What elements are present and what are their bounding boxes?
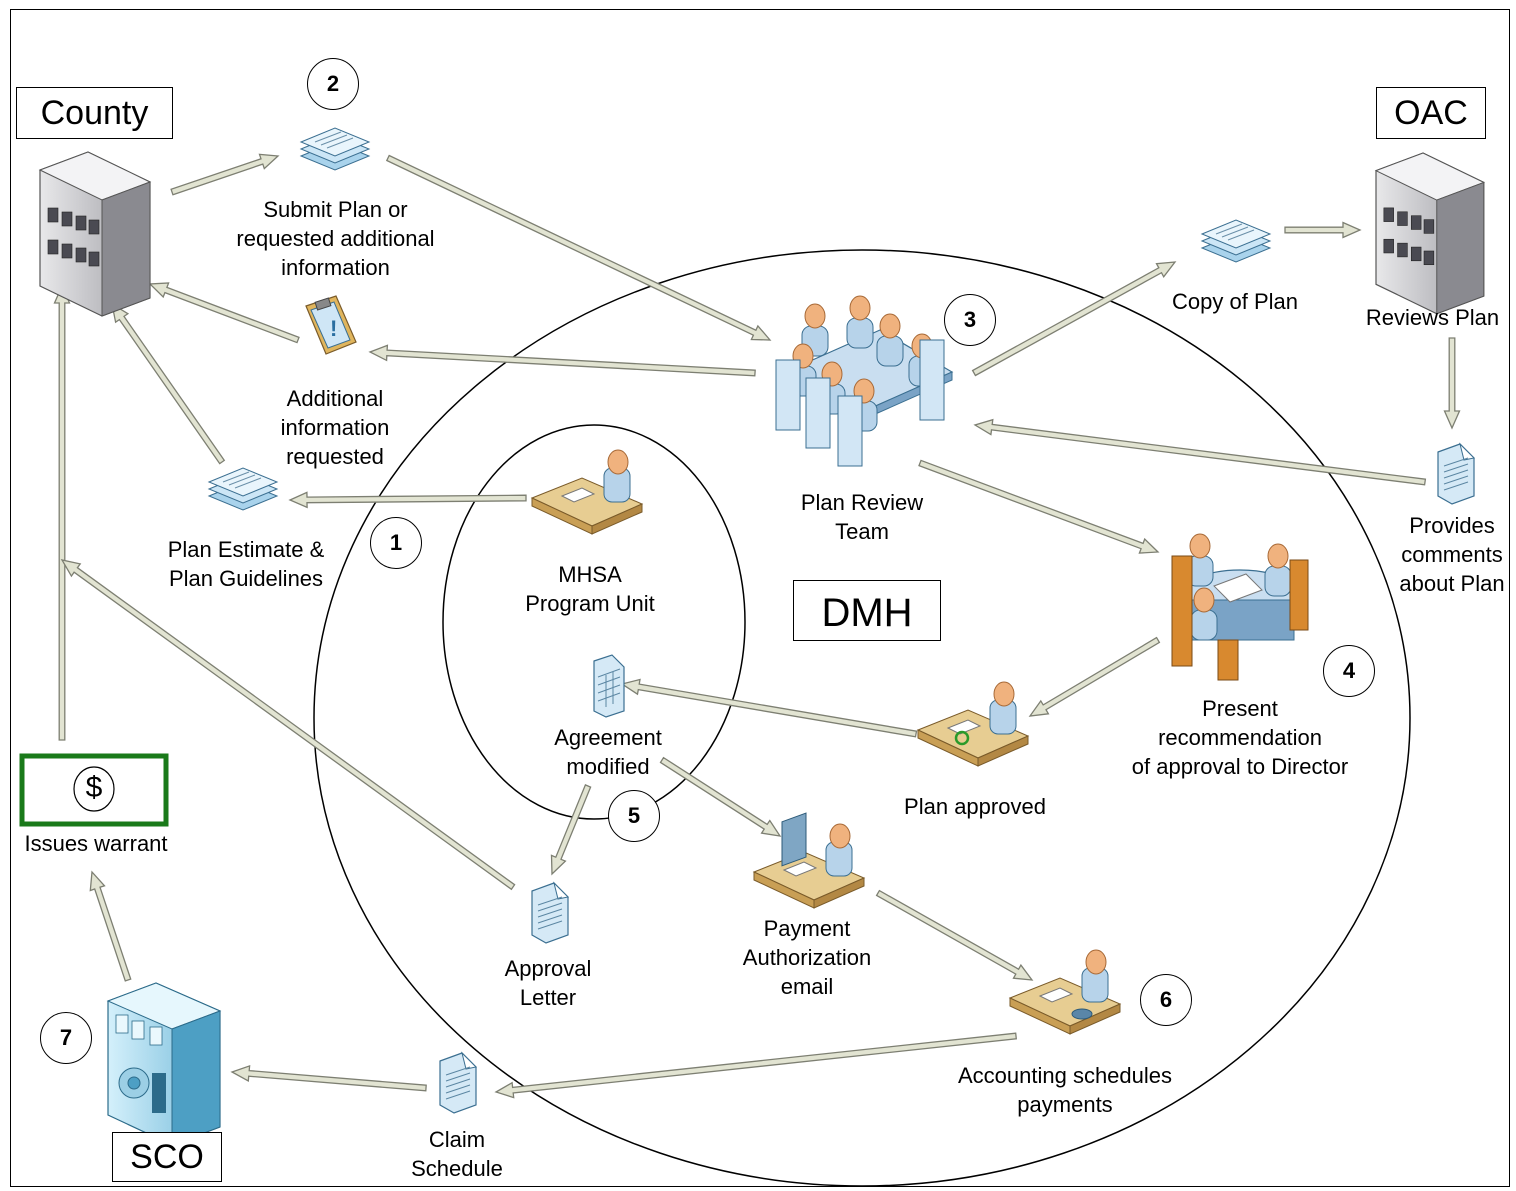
submit-plan-docs-icon <box>300 127 370 171</box>
accounting-schedules-label: Accounting schedules payments <box>957 1063 1173 1117</box>
step-2-badge: 2 <box>307 58 359 110</box>
review-team-to-recommendation-arrow <box>918 459 1160 554</box>
copy-of-plan-docs-icon <box>1201 219 1271 263</box>
payment-authorization-desk-icon <box>753 812 865 909</box>
plan-estimate-label: Plan Estimate & Plan Guidelines <box>167 537 325 591</box>
reviews-plan-label: Reviews Plan <box>1365 305 1500 330</box>
step-4-badge: 4 <box>1323 645 1375 697</box>
plan-estimate-docs-icon <box>208 467 278 511</box>
step-6-badge: 6 <box>1140 974 1192 1026</box>
claim-schedule-label: Claim Schedule <box>411 1127 503 1181</box>
accounting-to-claim-schedule-arrow <box>494 1032 1018 1099</box>
clipboard-alert-icon: ! <box>305 295 357 355</box>
issues-warrant-label: Issues warrant <box>24 831 168 856</box>
claim-schedule-to-sco-arrow <box>230 1064 427 1092</box>
plan-approved-label: Plan approved <box>904 794 1046 819</box>
warrant-to-county-arrow <box>53 284 71 741</box>
county-label: County <box>16 87 173 139</box>
mhsa-unit-desk-icon <box>531 449 643 535</box>
payment-auth-to-accounting-arrow <box>875 889 1034 981</box>
step-7-badge: 7 <box>40 1012 92 1064</box>
sco-to-warrant-arrow <box>89 870 132 982</box>
director-meeting-icon <box>1171 533 1309 681</box>
plan-approved-desk-icon <box>917 681 1029 767</box>
plan-approved-to-agreement-arrow <box>620 678 918 738</box>
svg-text:!: ! <box>330 316 337 341</box>
approval-letter-document-icon <box>531 882 569 944</box>
copy-of-plan-label: Copy of Plan <box>1172 289 1298 314</box>
oac-to-comments-arrow <box>1443 337 1461 430</box>
recommendation-to-plan-approved-arrow <box>1028 636 1161 717</box>
present-recommendation-label: Present recommendation of approval to Di… <box>1131 696 1349 779</box>
mhsa-unit-label: MHSA Program Unit <box>525 562 655 616</box>
dmh-boundary <box>313 249 1411 1187</box>
agreement-to-approval-letter-arrow <box>550 784 592 876</box>
plan-review-team-label: Plan Review Team <box>800 490 924 544</box>
oac-building-icon <box>1375 152 1485 315</box>
sco-building-icon <box>106 982 222 1146</box>
provides-comments-label: Provides comments about Plan <box>1399 513 1505 596</box>
comments-to-review-team-arrow <box>973 418 1427 486</box>
step-5-badge: 5 <box>608 790 660 842</box>
additional-info-to-county-arrow <box>148 282 300 344</box>
agreement-modified-label: Agreement modified <box>554 725 662 779</box>
submit-plan-label: Submit Plan or requested additional info… <box>236 197 435 280</box>
mhsa-to-plan-estimate-arrow <box>288 491 527 509</box>
step-3-badge: 3 <box>944 294 996 346</box>
warrant-dollar-symbol: $ <box>85 771 103 804</box>
plan-review-team-icon <box>775 295 954 467</box>
plan-estimate-to-county-arrow <box>111 302 226 465</box>
accounting-desk-icon <box>1009 949 1121 1035</box>
county-to-submit-plan-arrow <box>170 153 280 196</box>
dmh-label: DMH <box>793 580 941 641</box>
submit-plan-to-review-team-arrow <box>385 154 772 341</box>
approval-letter-label: Approval Letter <box>504 956 592 1010</box>
county-building-icon <box>39 151 151 317</box>
additional-info-label: Additional information requested <box>280 386 390 469</box>
sco-label: SCO <box>112 1132 222 1182</box>
claim-schedule-document-icon <box>439 1052 477 1114</box>
oac-label: OAC <box>1376 87 1486 139</box>
copy-of-plan-to-oac-arrow <box>1284 221 1362 239</box>
agreement-to-payment-auth-arrow <box>659 756 782 837</box>
mhsa-boundary <box>442 424 746 820</box>
review-team-to-additional-info-arrow <box>368 344 756 377</box>
agreement-spreadsheet-icon <box>593 654 625 718</box>
payment-authorization-label: Payment Authorization email <box>742 916 872 999</box>
approval-letter-to-county-arrow <box>60 559 516 891</box>
step-1-badge: 1 <box>370 517 422 569</box>
review-team-to-copy-of-plan-arrow <box>971 261 1177 377</box>
warrant-icon <box>19 753 169 827</box>
comments-document-icon <box>1437 443 1475 505</box>
diagram-frame <box>10 9 1510 1187</box>
